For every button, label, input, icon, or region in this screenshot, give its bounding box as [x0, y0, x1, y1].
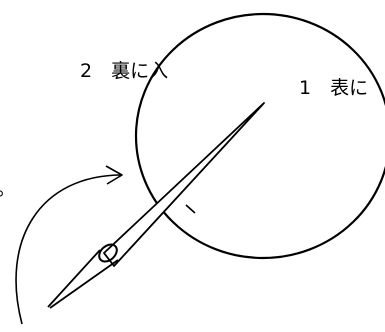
edge-mark: 。: [0, 176, 16, 200]
curved-arrow: [15, 174, 123, 325]
arrow-head-icon: [105, 165, 123, 185]
label-step2: 2 裏に入: [80, 60, 168, 82]
needle-shaft: [103, 102, 265, 267]
label-step1: 1 表に: [299, 77, 368, 99]
fabric-circle: [134, 12, 385, 260]
needle-eye-icon: [98, 243, 118, 263]
thread-tail: [47, 249, 119, 309]
needle-crossing-line: [185, 204, 196, 214]
